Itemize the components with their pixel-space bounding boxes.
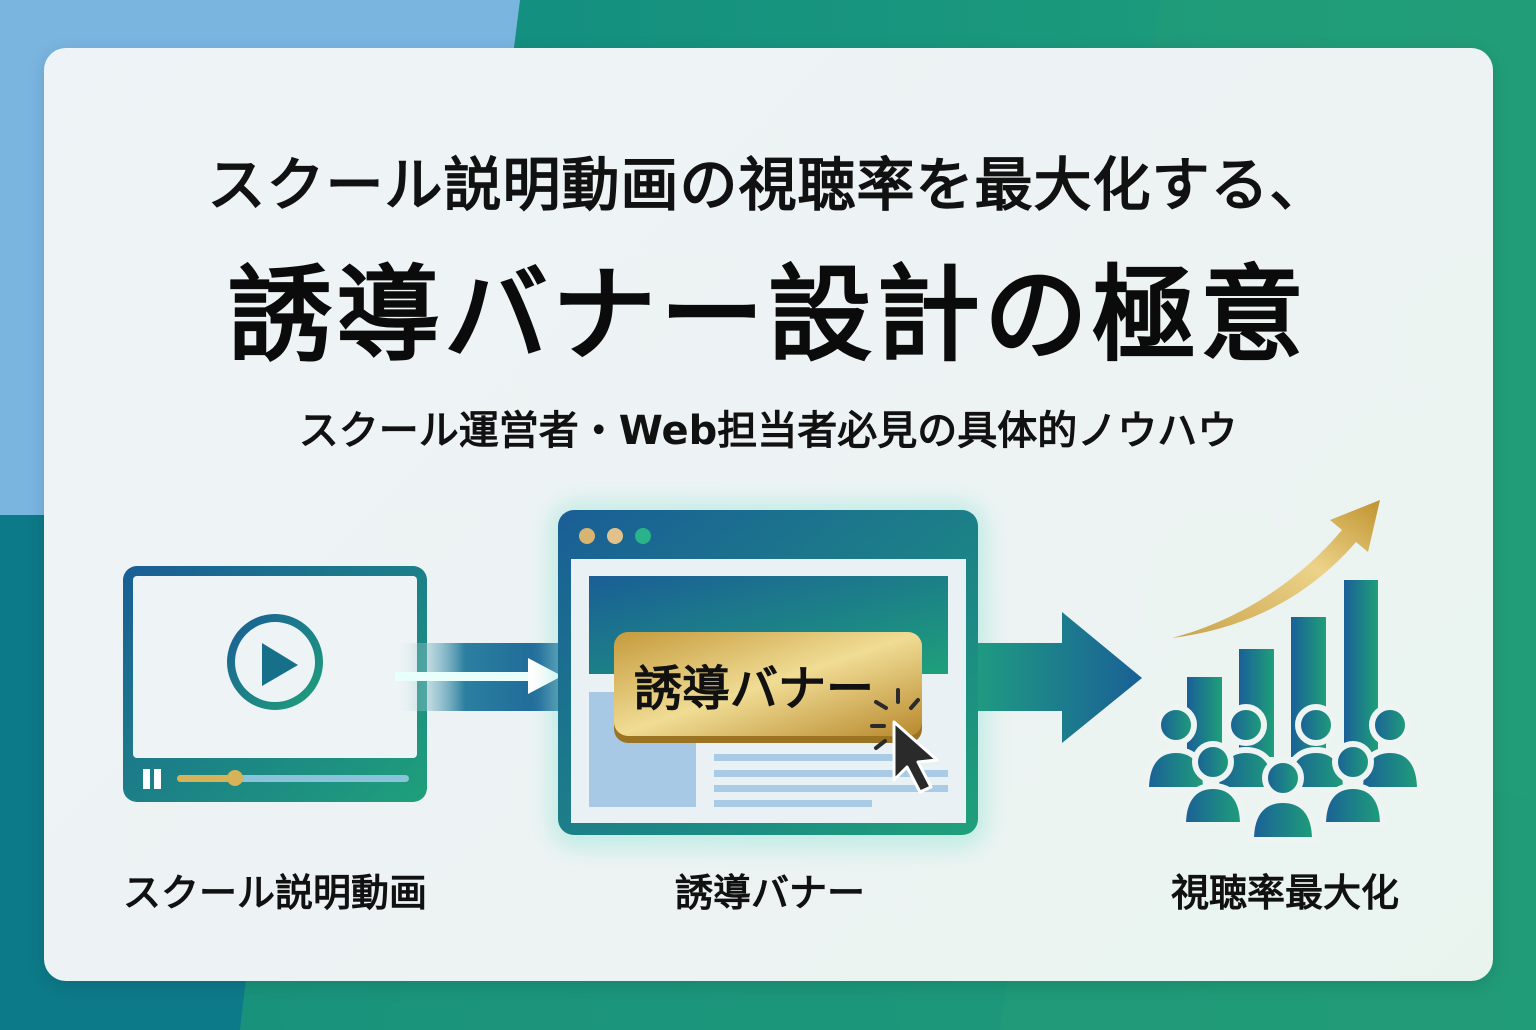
headline-main-title: 誘導バナー設計の極意 (227, 254, 1308, 376)
flow-arrow-1 (395, 643, 570, 711)
step-label-video: スクール説明動画 (122, 871, 427, 915)
guide-banner-button-label: 誘導バナー (633, 661, 874, 717)
step-label-banner: 誘導バナー (674, 871, 865, 915)
cursor-icon (870, 688, 939, 794)
guide-banner-button[interactable] (614, 632, 922, 743)
flow-arrow-2 (978, 612, 1142, 743)
video-player-icon (123, 566, 427, 802)
audience-growth-chart-icon (1142, 500, 1424, 843)
step-label-maximize: 視聴率最大化 (1170, 871, 1399, 915)
headline-subtitle: スクール運営者・Web担当者必見の具体的ノウハウ (298, 408, 1238, 454)
headline-line1: スクール説明動画の視聴率を最大化する、 (207, 151, 1329, 219)
